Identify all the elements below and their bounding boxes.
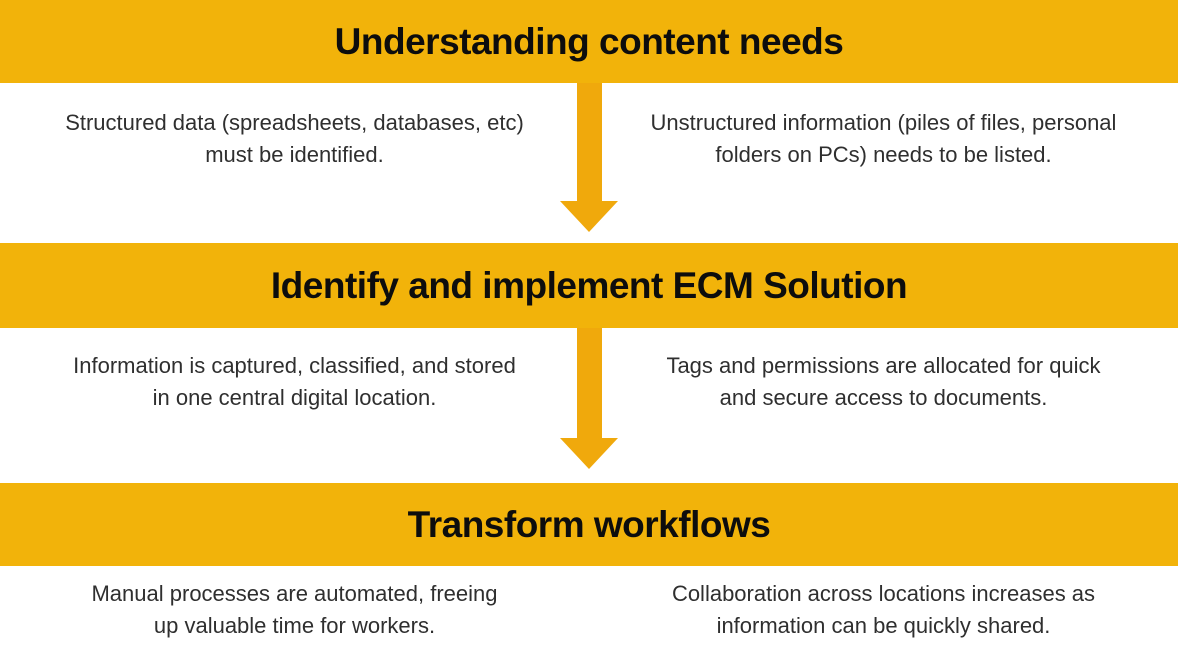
arrow-head	[560, 201, 618, 232]
detail-text-left: Structured data (spreadsheets, databases…	[65, 110, 524, 167]
down-arrow-icon	[560, 83, 618, 232]
detail-text-right: Tags and permissions are allocated for q…	[666, 353, 1101, 410]
stage-title: Understanding content needs	[334, 20, 844, 62]
stage-title: Identify and implement ECM Solution	[270, 264, 908, 306]
stage-details-understanding-content-needs: Structured data (spreadsheets, databases…	[0, 83, 1178, 243]
stage-banner-identify-implement-ecm: Identify and implement ECM Solution	[0, 243, 1178, 328]
down-arrow-icon	[560, 328, 618, 469]
stage-details-identify-implement-ecm: Information is captured, classified, and…	[0, 328, 1178, 483]
detail-text-left: Manual processes are automated, freeing …	[91, 581, 498, 638]
arrow-shaft	[576, 328, 602, 438]
detail-text-right: Unstructured information (piles of files…	[650, 110, 1117, 167]
arrow-shaft	[576, 83, 602, 201]
arrow-head	[560, 438, 618, 469]
stage-details-transform-workflows: Manual processes are automated, freeing …	[0, 566, 1178, 663]
detail-text-right: Collaboration across locations increases…	[671, 581, 1096, 638]
detail-text-left: Information is captured, classified, and…	[73, 353, 516, 410]
stage-title: Transform workflows	[407, 503, 771, 545]
stage-banner-understanding-content-needs: Understanding content needs	[0, 0, 1178, 83]
stage-banner-transform-workflows: Transform workflows	[0, 483, 1178, 566]
